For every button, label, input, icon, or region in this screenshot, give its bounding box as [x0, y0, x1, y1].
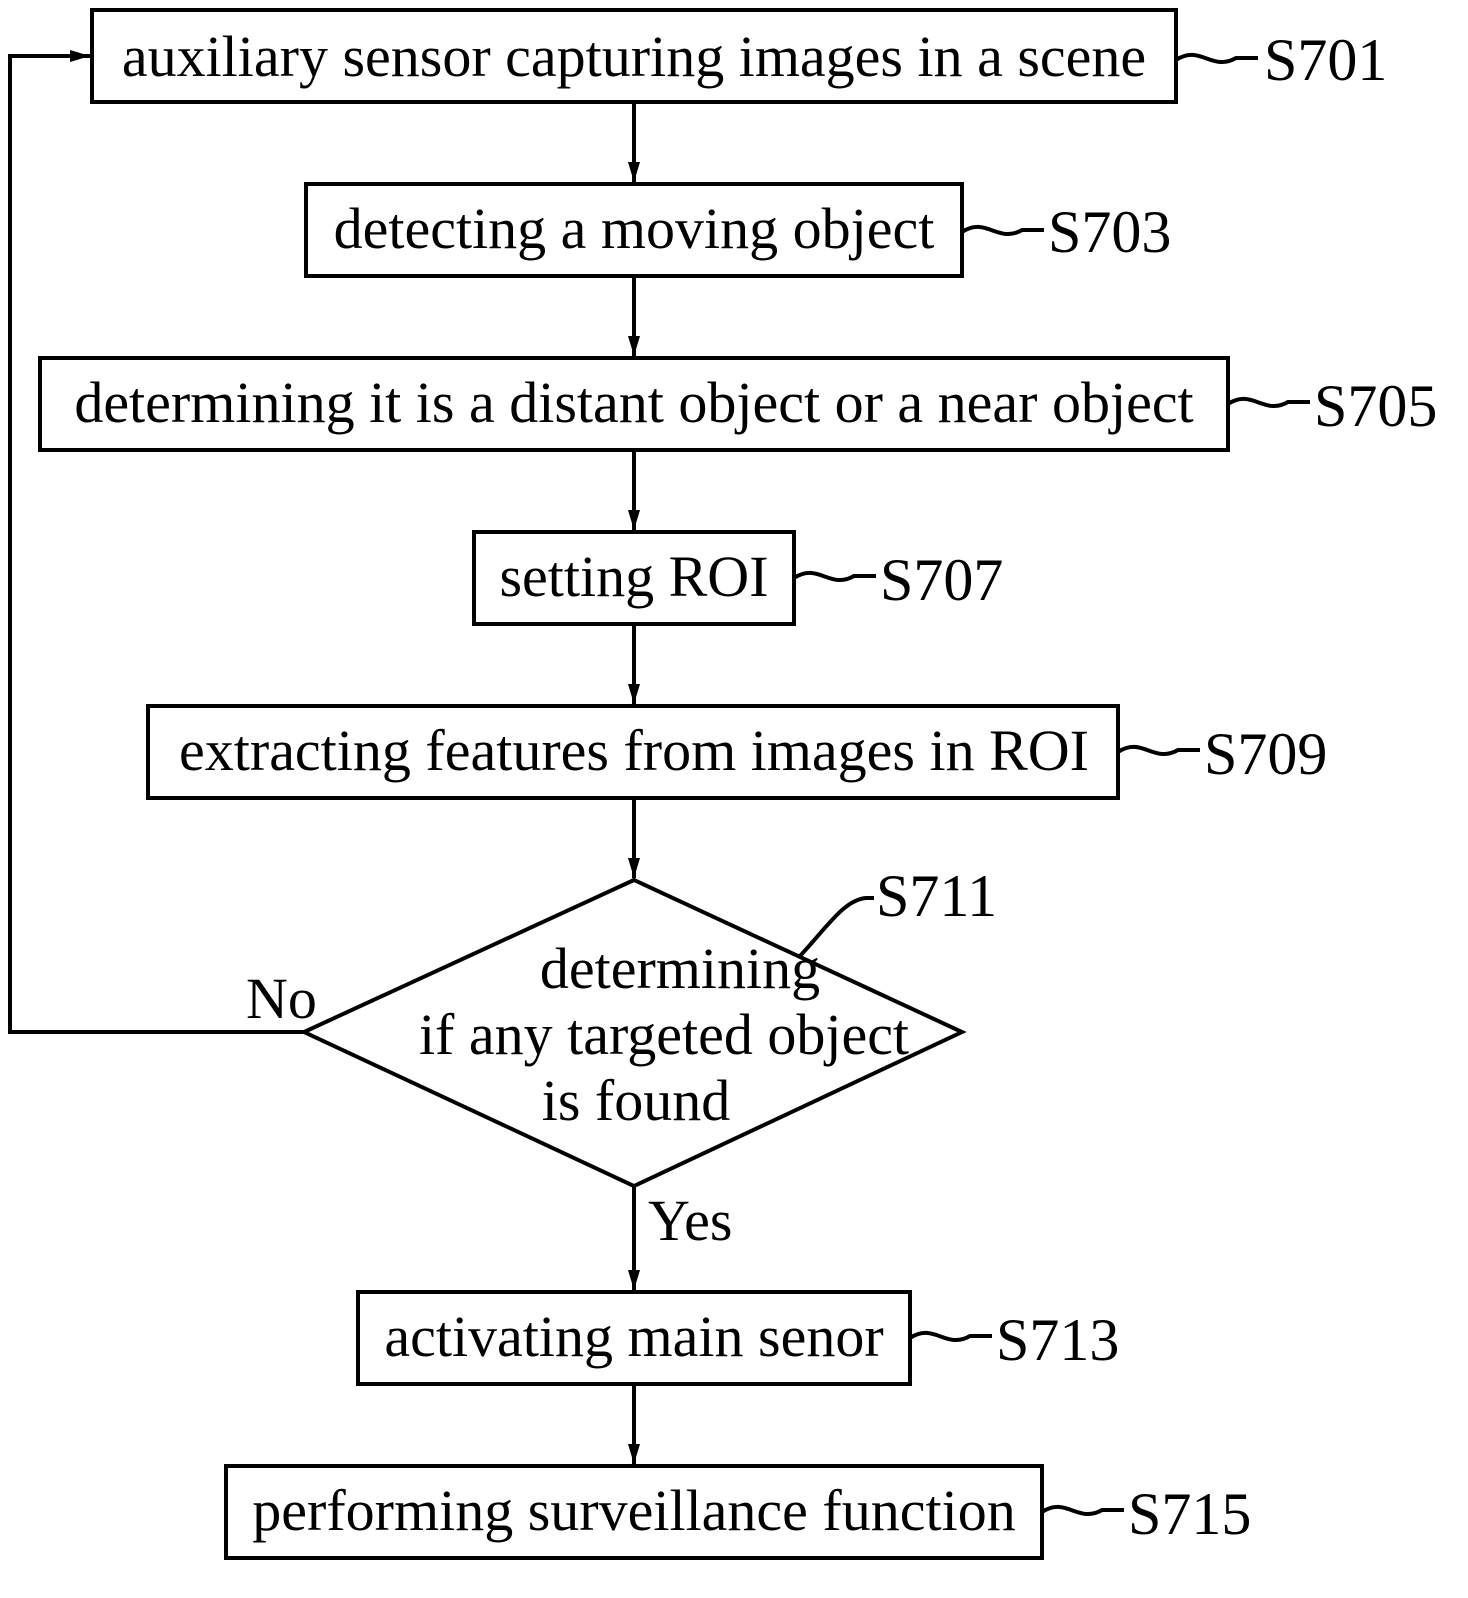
step-s713-label: S713 [996, 1307, 1119, 1373]
step-s709: extracting features from images in ROI S… [148, 706, 1327, 798]
step-s705-leader [1228, 399, 1310, 406]
step-s703-label: S703 [1048, 199, 1171, 265]
branch-yes-label: Yes [648, 1188, 732, 1253]
step-s701: auxiliary sensor capturing images in a s… [92, 10, 1387, 102]
step-s713-leader [910, 1333, 992, 1340]
step-s705-label: S705 [1314, 373, 1437, 439]
decision-s711-line3: is found [542, 1068, 731, 1133]
step-s713: activating main senor S713 [358, 1292, 1119, 1384]
step-s715: performing surveillance function S715 [226, 1466, 1251, 1558]
decision-s711-line2: if any targeted object [419, 1002, 909, 1067]
step-s707-label: S707 [880, 547, 1003, 613]
step-s703-text: detecting a moving object [334, 196, 935, 261]
step-s705-text: determining it is a distant object or a … [74, 370, 1193, 435]
step-s707: setting ROI S707 [474, 532, 1003, 624]
step-s707-leader [794, 573, 876, 580]
step-s709-text: extracting features from images in ROI [179, 718, 1089, 783]
arrow-no-loop [10, 56, 304, 1032]
step-s715-text: performing surveillance function [252, 1478, 1015, 1543]
step-s715-leader [1042, 1507, 1124, 1514]
step-s705: determining it is a distant object or a … [40, 358, 1437, 450]
step-s713-text: activating main senor [384, 1304, 883, 1369]
step-s709-label: S709 [1204, 721, 1327, 787]
step-s701-leader [1176, 55, 1258, 62]
decision-s711-line1: determining [540, 936, 820, 1001]
branch-no-label: No [246, 966, 317, 1031]
step-s707-text: setting ROI [499, 544, 768, 609]
step-s715-label: S715 [1128, 1481, 1251, 1547]
step-s703-leader [962, 227, 1044, 234]
step-s709-leader [1118, 747, 1200, 754]
decision-s711: determining if any targeted object is fo… [304, 863, 997, 1186]
step-s703: detecting a moving object S703 [306, 184, 1171, 276]
step-s701-label: S701 [1264, 27, 1387, 93]
step-s701-text: auxiliary sensor capturing images in a s… [122, 24, 1146, 89]
decision-s711-label: S711 [876, 863, 997, 929]
